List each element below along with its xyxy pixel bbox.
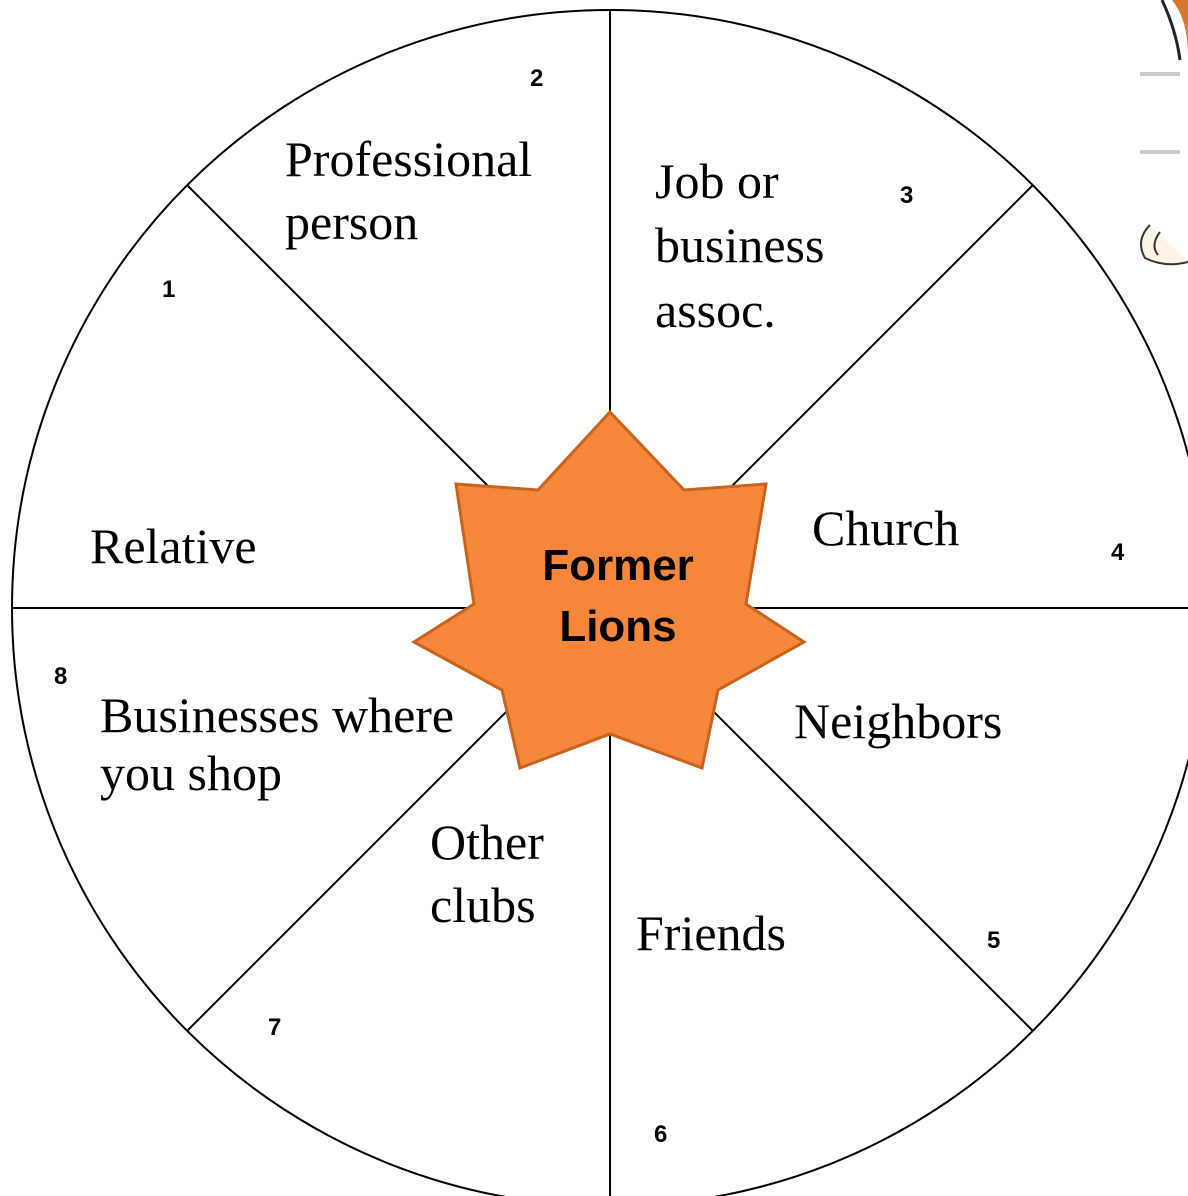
segment-5: 5 Neighbors xyxy=(794,693,1002,954)
segment-label: Church xyxy=(812,500,959,556)
segment-label: Friends xyxy=(636,905,786,961)
segment-2: 2 Professional person xyxy=(285,65,543,250)
cartoon-fragment-decoration xyxy=(1140,0,1188,266)
segment-label-line-1: Job or xyxy=(655,153,779,209)
segment-number: 1 xyxy=(162,276,175,303)
center-label-line-2: Lions xyxy=(559,602,676,651)
center-label-line-1: Former xyxy=(542,541,694,590)
segment-label-line-3: assoc. xyxy=(655,282,776,338)
center-star: Former Lions xyxy=(411,409,807,771)
segment-4: 4 Church xyxy=(812,500,1125,566)
segment-label-line-2: you shop xyxy=(100,745,282,801)
segment-6: 6 Friends xyxy=(636,905,786,1148)
center-star-shape xyxy=(411,409,807,771)
segment-label-line-2: person xyxy=(285,194,418,250)
segment-3: 3 Job or business assoc. xyxy=(655,153,913,338)
segment-number: 4 xyxy=(1111,539,1125,566)
segment-8: 8 Businesses where you shop xyxy=(54,663,454,801)
segment-number: 8 xyxy=(54,663,67,690)
segment-label-line-1: Businesses where xyxy=(100,687,454,743)
segment-label: Relative xyxy=(90,518,257,574)
segment-1: 1 Relative xyxy=(90,276,257,574)
segment-number: 7 xyxy=(268,1014,281,1041)
segment-label-line-2: clubs xyxy=(430,877,536,933)
segment-number: 3 xyxy=(900,182,913,209)
segment-label-line-1: Professional xyxy=(285,131,532,187)
segment-7: 7 Other clubs xyxy=(268,814,544,1041)
segment-number: 2 xyxy=(530,65,543,92)
segment-label-line-2: business xyxy=(655,217,824,273)
segment-number: 6 xyxy=(654,1121,667,1148)
segment-number: 5 xyxy=(987,927,1000,954)
segment-label-line-1: Other xyxy=(430,814,544,870)
segment-label: Neighbors xyxy=(794,693,1002,749)
